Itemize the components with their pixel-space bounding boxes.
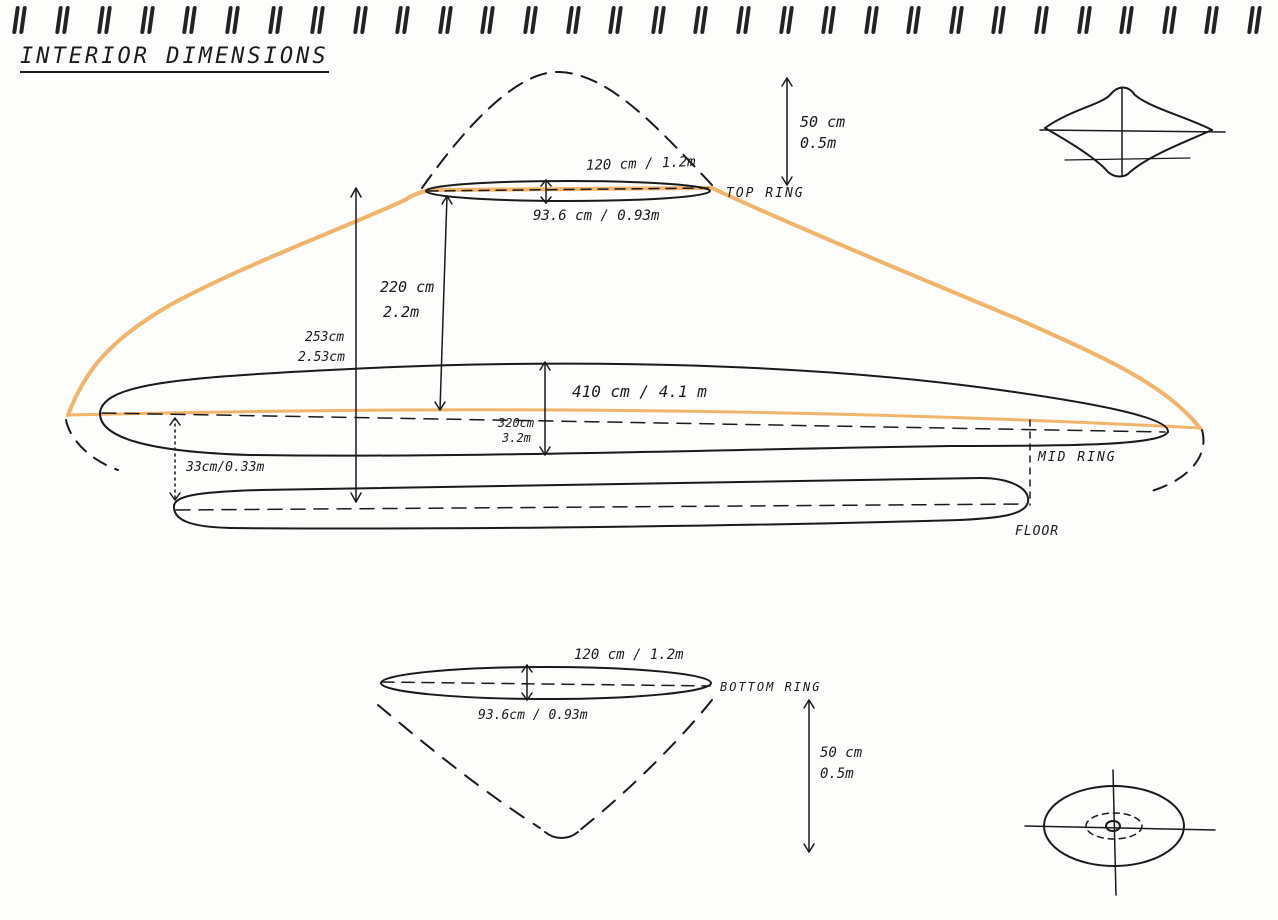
top-dome-dashed: [421, 70, 713, 189]
hull-outline: [66, 186, 1202, 430]
mid-ring-axis: [101, 412, 1166, 433]
bottom-cone-dashed-right: [579, 699, 713, 831]
height-253-arrowhead-bottom: [350, 492, 362, 503]
height-253-arrowhead-top: [350, 187, 362, 198]
bottom-ring-width-label: 120 cm / 1.2m: [574, 647, 684, 663]
bottom-height-arrowhead-bottom: [803, 843, 815, 853]
bottom-cone-tip: [544, 831, 579, 839]
bottom-ring-inner-label: 93.6cm / 0.93m: [478, 708, 588, 723]
floor-offset-arrowhead-top: [169, 417, 181, 426]
hull-lower-dashed-left: [65, 419, 119, 471]
mid-ring-depth-cm-label: 320cm: [498, 416, 535, 430]
mid-ring-depth-arrowhead-top: [539, 361, 551, 371]
dome-height-arrowhead-bottom: [781, 176, 793, 186]
floor-axis: [175, 503, 1027, 511]
hull-waterline: [66, 408, 1202, 430]
height-220-arrowhead-bottom: [434, 401, 446, 411]
floor-name-label: FLOOR: [1015, 524, 1060, 539]
bottom-ring-name-label: BOTTOM RING: [720, 680, 822, 694]
mid-ring-width-label: 410 cm / 4.1 m: [572, 382, 707, 401]
bottom-cone-dashed-left: [377, 704, 541, 829]
height-253-m-label: 2.53cm: [298, 350, 345, 365]
top-view-thumbnail: [1024, 769, 1216, 896]
height-220-arrowhead-top: [441, 195, 453, 205]
bottom-ring-depth-arrowhead-bottom: [521, 692, 533, 701]
bottom-height-arrowhead-top: [803, 699, 815, 709]
top-ring-inner-label: 93.6 cm / 0.93m: [533, 208, 660, 224]
bottom-height-m-label: 0.5m: [820, 766, 854, 782]
bottom-ring-depth-arrowhead-top: [521, 664, 533, 673]
height-220-cm-label: 220 cm: [380, 278, 435, 296]
top-ring: [425, 180, 711, 202]
dome-height-m-label: 0.5m: [800, 134, 837, 152]
height-220-m-label: 2.2m: [383, 303, 420, 321]
mid-ring: [98, 362, 1169, 457]
top-ring-name-label: TOP RING: [726, 186, 805, 201]
bottom-ring: [380, 666, 712, 700]
floor-ellipse: [172, 477, 1030, 530]
bottom-ring-axis: [381, 681, 711, 687]
mid-ring-name-label: MID RING: [1038, 450, 1117, 465]
floor-offset-label: 33cm/0.33m: [186, 460, 265, 475]
height-220-arrow: [439, 195, 448, 411]
bottom-height-cm-label: 50 cm: [820, 745, 863, 761]
top-ring-depth-arrowhead-top: [540, 179, 552, 187]
side-view-thumbnail: [1039, 86, 1226, 178]
mid-ring-depth-m-label: 3.2m: [502, 431, 531, 445]
dome-height-cm-label: 50 cm: [800, 113, 846, 131]
top-ring-axis: [427, 187, 709, 192]
floor-offset-arrowhead-bottom: [169, 492, 181, 501]
dome-height-arrowhead-top: [781, 77, 793, 87]
height-253-cm-label: 253cm: [305, 330, 345, 345]
mid-ring-depth-arrowhead-bottom: [539, 446, 551, 456]
page-title: INTERIOR DIMENSIONS: [20, 44, 329, 73]
hull-lower-dashed-right: [1147, 429, 1205, 493]
top-ring-depth-arrowhead-bottom: [540, 196, 552, 204]
